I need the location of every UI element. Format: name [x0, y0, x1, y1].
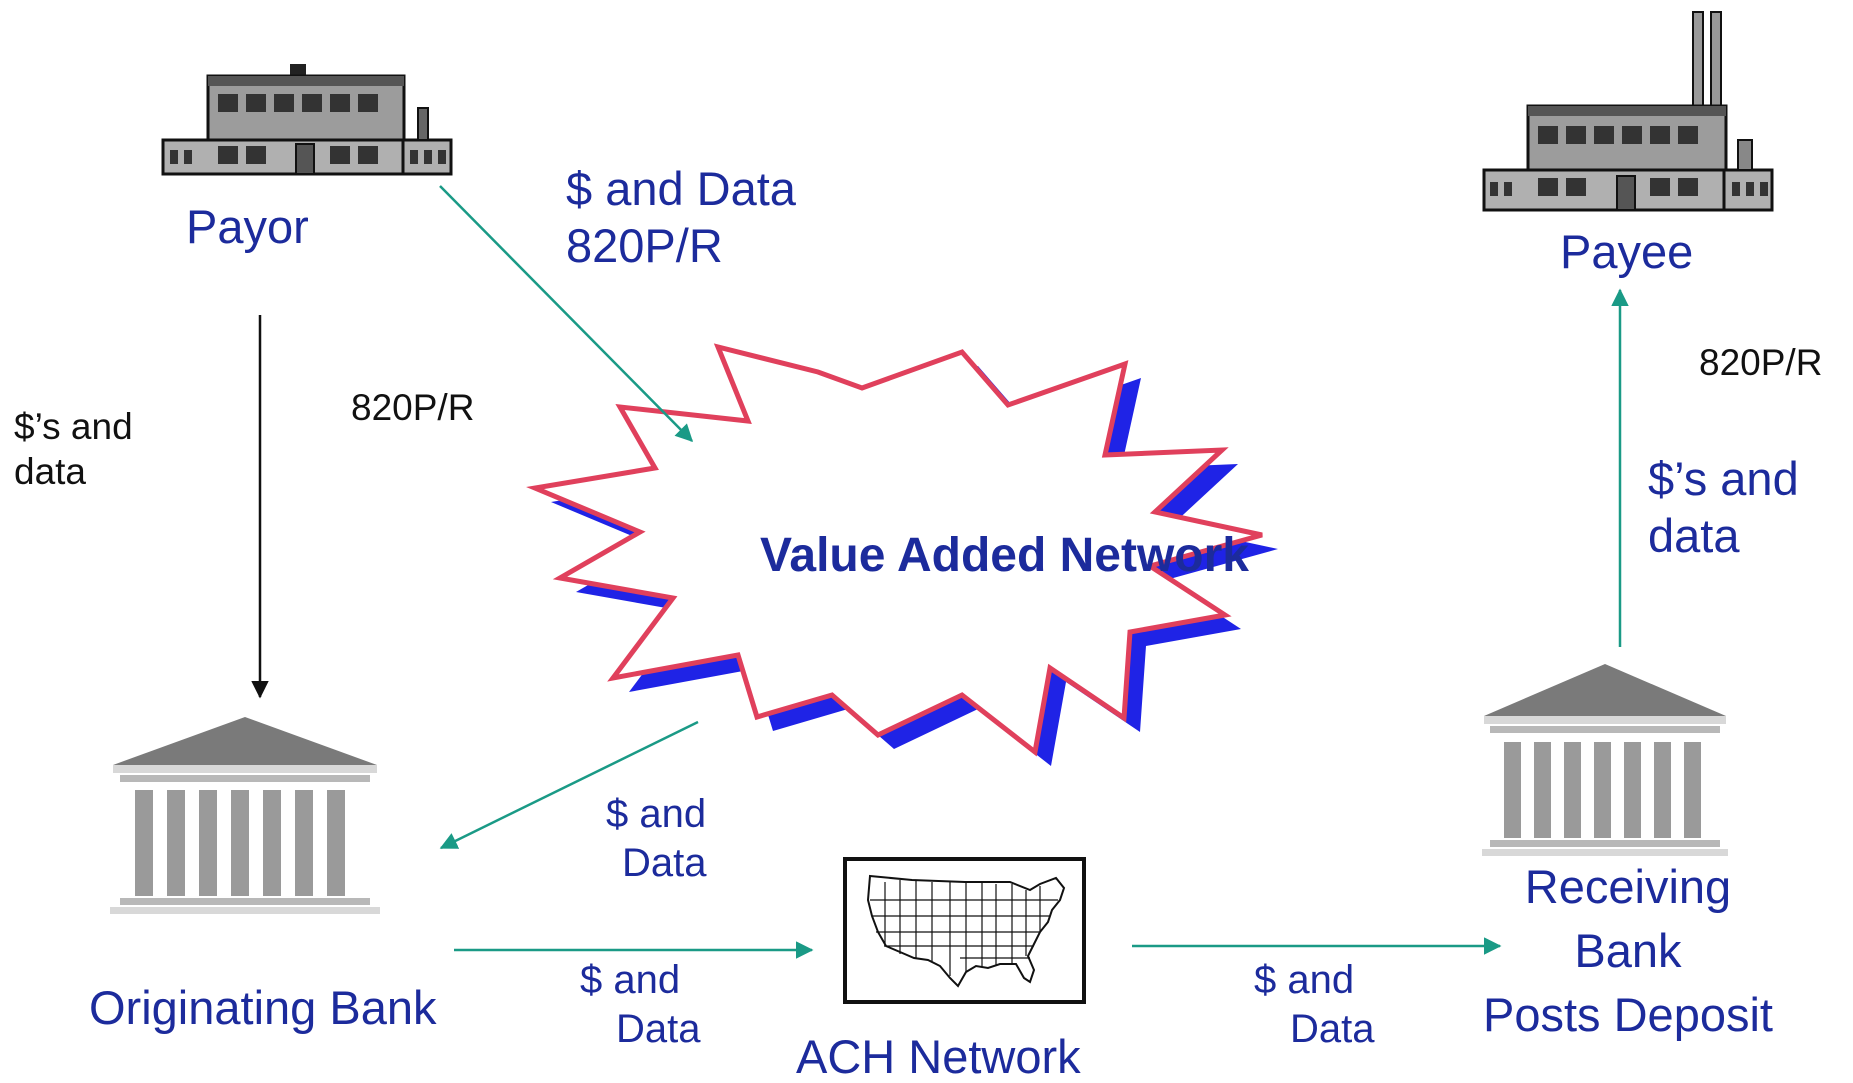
- payee-label: Payee: [1560, 225, 1694, 278]
- van-to-bank-line1: $ and: [606, 792, 707, 836]
- originating-bank-label: Originating Bank: [89, 981, 437, 1034]
- payor-to-bank-left-label: $’s and data: [14, 404, 133, 494]
- payor-to-van-label: $ and Data 820P/R: [566, 160, 796, 275]
- payor-to-bank-right-label: 820P/R: [351, 387, 475, 428]
- receiving-bank-label: Receiving Bank Posts Deposit: [1448, 855, 1808, 1047]
- van-to-bank-label: $ and Data: [606, 790, 707, 888]
- originating-bank-icon: [110, 717, 380, 914]
- arrow-payor-to-van: [439, 185, 694, 443]
- us-map-icon: [843, 857, 1086, 1004]
- value-added-network-burst: [526, 343, 1278, 766]
- receiving-bank-line2: Bank: [1574, 923, 1682, 977]
- payor-to-bank-left-line1: $’s and: [14, 406, 133, 447]
- receiving-bank-icon: [1482, 664, 1728, 856]
- van-to-bank-line2: Data: [622, 840, 707, 885]
- value-added-network-label: Value Added Network: [760, 529, 1249, 582]
- payor-to-van-line1: $ and Data: [566, 162, 796, 215]
- arrow-van-to-bank: [439, 720, 699, 850]
- payee-factory-icon: [1482, 11, 1774, 212]
- ach-to-receiving-label: $ and Data: [1254, 956, 1375, 1054]
- ach-to-receiving-line1: $ and: [1254, 958, 1355, 1002]
- receiving-bank-line3: Posts Deposit: [1483, 987, 1773, 1041]
- bank-to-ach-label: $ and Data: [580, 956, 701, 1054]
- payor-to-van-line2: 820P/R: [566, 219, 723, 273]
- ach-to-receiving-line2: Data: [1290, 1006, 1375, 1051]
- receiving-to-payee-line1: $’s and: [1648, 452, 1799, 505]
- receiving-bank-line1: Receiving: [1524, 860, 1732, 913]
- ach-network-label: ACH Network: [796, 1030, 1081, 1083]
- payor-to-bank-left-line2: data: [14, 451, 87, 493]
- bank-to-ach-line1: $ and: [580, 958, 681, 1002]
- bank-to-ach-line2: Data: [616, 1006, 701, 1051]
- receiving-to-payee-line2: data: [1648, 509, 1740, 563]
- payor-building-icon: [161, 64, 453, 176]
- payor-label: Payor: [186, 200, 309, 253]
- receiving-to-payee-label: $’s and data: [1648, 450, 1799, 565]
- receiving-to-payee-top-label: 820P/R: [1699, 342, 1823, 383]
